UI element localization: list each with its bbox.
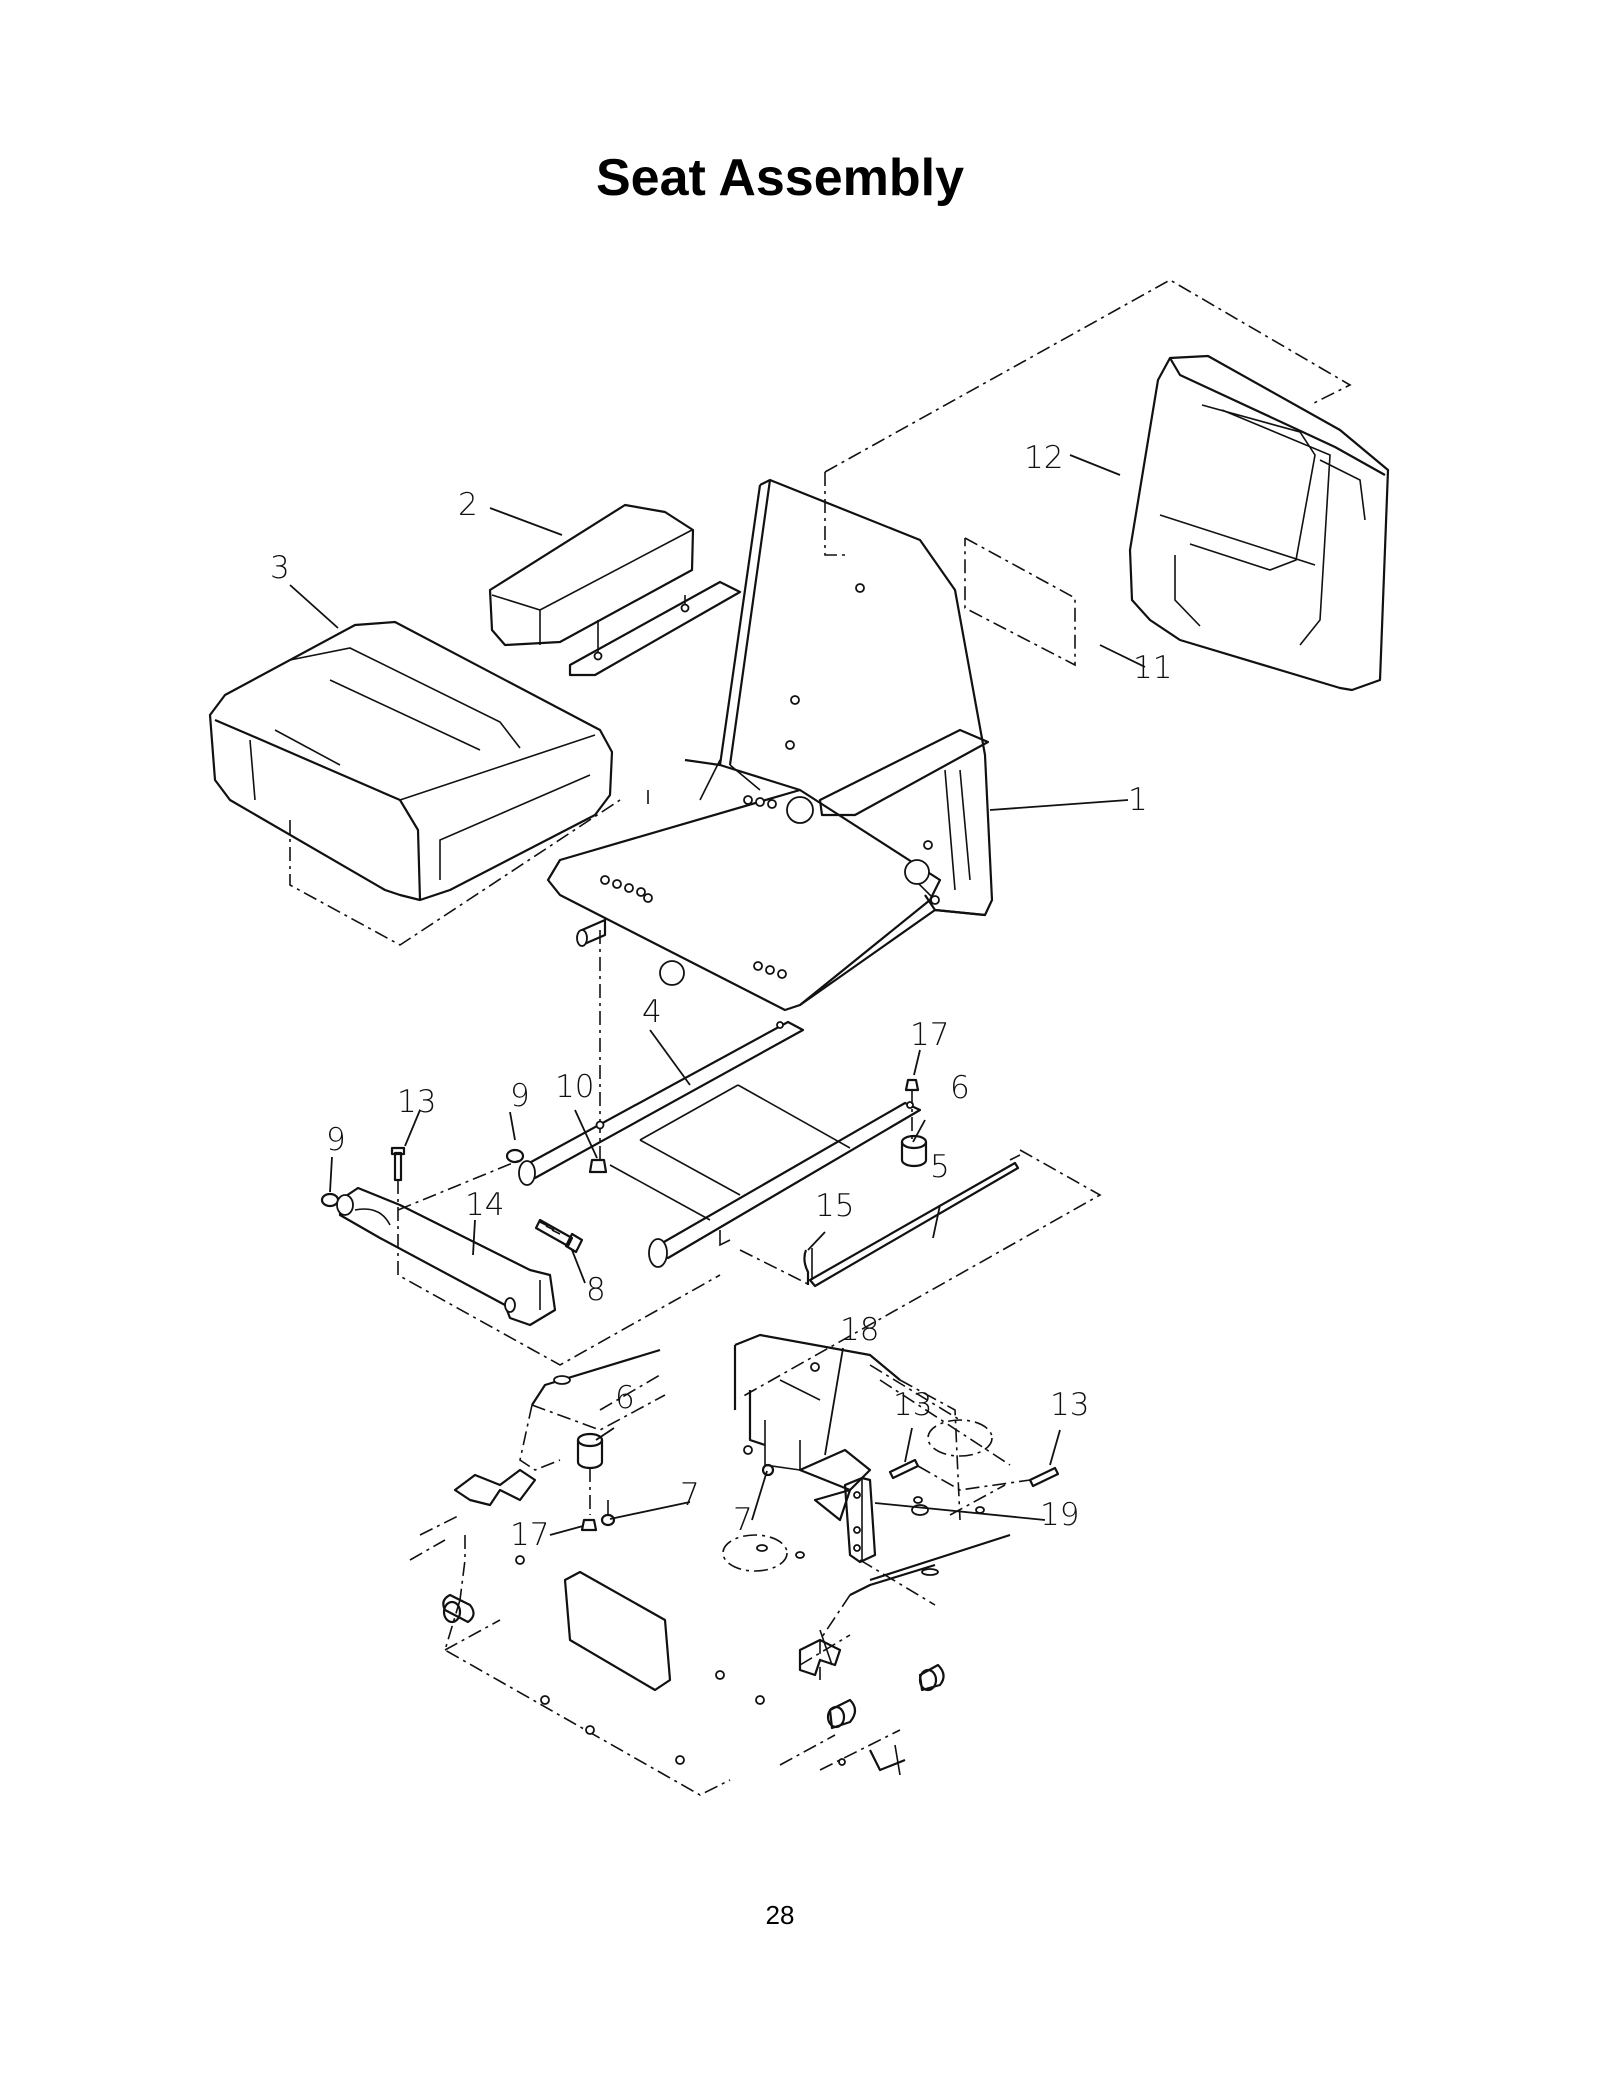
part-5-rod [808, 1154, 1021, 1288]
part-10-nut [588, 1158, 608, 1174]
part-3-seat-cushion [208, 620, 614, 902]
callout-5: 5 [930, 1149, 950, 1185]
callout-3: 3 [270, 550, 290, 586]
callout-14: 14 [465, 1187, 504, 1223]
part-13-bolt-right [1028, 1466, 1060, 1488]
part-14-adjuster [336, 1186, 557, 1327]
callout-labels: 12 11 1 2 3 4 17 6 5 10 9 13 9 14 15 8 1… [270, 440, 1172, 1553]
callout-8: 8 [586, 1272, 606, 1308]
callout-17-lower: 17 [510, 1517, 549, 1553]
part-12-seat-back-cushion [1128, 354, 1390, 692]
page-number: 28 [765, 1900, 795, 1930]
callout-13-upper-left: 13 [397, 1084, 436, 1120]
part-15-cotter-pin [803, 1248, 813, 1285]
callout-2: 2 [458, 487, 478, 523]
part-17-nut-upper [904, 1078, 920, 1140]
callout-7-right: 7 [680, 1477, 700, 1513]
leader-lines [289, 454, 1146, 1536]
callout-11: 11 [1133, 650, 1172, 686]
callout-15: 15 [815, 1188, 854, 1224]
callout-6-lower: 6 [615, 1380, 635, 1416]
part-6-bumper-lower [576, 1432, 604, 1515]
part-7-washer-left [600, 1500, 616, 1527]
callout-13-right: 13 [1050, 1387, 1089, 1423]
part-8-pivot-bolt [534, 1218, 584, 1254]
callout-18: 18 [840, 1312, 879, 1348]
part-2-armrest [488, 503, 742, 677]
callout-19: 19 [1040, 1497, 1079, 1533]
callout-17-upper: 17 [910, 1017, 949, 1053]
callout-6-upper: 6 [950, 1070, 970, 1106]
part-7-washer-right [761, 1463, 775, 1477]
part-13-bolt-upper-left [390, 1146, 406, 1182]
callout-12: 12 [1024, 440, 1063, 476]
part-6-bumper-upper [900, 1134, 928, 1168]
callout-7-left: 7 [733, 1502, 753, 1538]
part-9-spacer-right [505, 1148, 525, 1164]
callout-13-center: 13 [893, 1387, 932, 1423]
part-4-slide-frame [518, 1020, 922, 1268]
part-13-bolt-center [888, 1458, 920, 1480]
part-9-spacer-left [320, 1192, 340, 1208]
callout-9-left: 9 [326, 1122, 346, 1158]
part-17-nut-lower [580, 1518, 598, 1532]
callout-4: 4 [642, 994, 662, 1030]
part-11-decal [964, 537, 1076, 667]
page-title: Seat Assembly [595, 149, 965, 207]
base-frame [409, 1333, 1011, 1796]
callout-1: 1 [1128, 782, 1148, 818]
callout-9-right: 9 [510, 1078, 530, 1114]
part-1-seat-frame [546, 478, 994, 1012]
callout-10: 10 [555, 1069, 594, 1105]
